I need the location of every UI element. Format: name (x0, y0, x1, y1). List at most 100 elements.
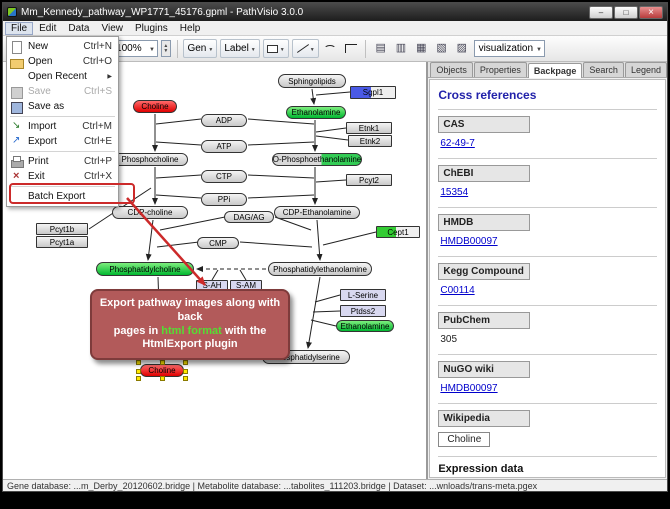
selection-handle[interactable] (183, 360, 188, 365)
pathway-node-dag-ag[interactable]: DAG/AG (224, 211, 274, 223)
pathway-node-cdp-choline[interactable]: CDP-choline (112, 206, 188, 219)
pathway-node-sgpl1[interactable]: Sgpl1 (350, 86, 396, 99)
pathway-node-ethanolamine-2[interactable]: Ethanolamine (336, 320, 394, 332)
tab-legend[interactable]: Legend (624, 62, 667, 77)
file-menu-item-batch-export[interactable]: Batch Export (7, 189, 118, 204)
menu-plugins[interactable]: Plugins (134, 22, 168, 34)
selection-handle[interactable] (160, 376, 165, 381)
backpage-divider (438, 207, 657, 208)
arc-tool[interactable] (322, 39, 339, 59)
selection-handle[interactable] (136, 360, 141, 365)
zoom-combobox[interactable]: 100% (111, 40, 158, 57)
pathway-node-choline-top[interactable]: Choline (133, 100, 177, 113)
selection-handle[interactable] (160, 360, 165, 365)
zoom-spinner[interactable] (160, 40, 171, 57)
backpage-divider (438, 354, 657, 355)
file-menu-item-open-recent[interactable]: Open Recent (7, 69, 118, 84)
maximize-button[interactable] (614, 5, 638, 19)
backpage-xref-cas[interactable]: 62-49-7 (440, 138, 475, 149)
minimize-button[interactable] (589, 5, 613, 19)
pathway-node-ethanolamine[interactable]: Ethanolamine (286, 106, 346, 119)
backpage-section-header: CAS (438, 116, 531, 133)
backpage-xref-chebi[interactable]: 15354 (440, 187, 469, 198)
pathway-node-etnk2[interactable]: Etnk2 (348, 135, 392, 147)
pathway-node-sphingolipids[interactable]: Sphingolipids (278, 74, 346, 88)
backpage-title: Cross references (438, 88, 537, 102)
pathway-node-cdp-ethanolamine[interactable]: CDP-Ethanolamine (274, 206, 360, 219)
menu-edit[interactable]: Edit (39, 22, 57, 34)
line-tool[interactable] (291, 39, 319, 58)
menu-file[interactable]: File (5, 21, 34, 35)
file-menu-item-save-as[interactable]: Save as (7, 99, 118, 114)
menu-help[interactable]: Help (179, 22, 201, 34)
new-document-icon (10, 40, 24, 54)
align-horizontal-icon (376, 43, 386, 54)
pathway-node-ppi[interactable]: PPi (201, 193, 247, 206)
pathway-node-etnk1[interactable]: Etnk1 (346, 122, 392, 134)
pathway-node-pcyt1a[interactable]: Pcyt1a (36, 236, 88, 248)
pathway-node-adp[interactable]: ADP (201, 114, 247, 127)
annotation-html-format: html format (161, 324, 222, 337)
visualization-combobox[interactable]: visualization (473, 40, 545, 57)
align-horizontal-button[interactable] (372, 39, 389, 59)
tab-search[interactable]: Search (583, 62, 624, 77)
pathway-node-phosphocholine[interactable]: Phosphocholine (112, 153, 188, 166)
pathway-edge (310, 319, 337, 327)
pathway-node-o-phosphoethanolamine[interactable]: O-Phosphoethanolamine (272, 153, 362, 166)
pathway-node-ctp[interactable]: CTP (201, 170, 247, 183)
backpage-divider (438, 109, 657, 110)
chevron-down-icon (310, 43, 315, 54)
pathway-node-pcyt1b[interactable]: Pcyt1b (36, 223, 88, 235)
selection-handle[interactable] (136, 376, 141, 381)
pathway-node-phosphatidylcholine[interactable]: Phosphatidylcholine (96, 262, 194, 276)
window-title: Mm_Kennedy_pathway_WP1771_45176.gpml - P… (21, 6, 304, 18)
pathway-node-ptdss2[interactable]: Ptdss2 (340, 305, 386, 317)
file-menu-item-shortcut: Ctrl+M (82, 121, 112, 132)
distribute-horizontal-button[interactable] (413, 39, 430, 59)
pathway-node-phosphatidylethanolamine[interactable]: Phosphatidylethanolamine (268, 262, 372, 276)
tab-objects[interactable]: Objects (430, 62, 473, 77)
match-height-button[interactable] (453, 39, 470, 59)
pathway-node-cept1[interactable]: Cept1 (376, 226, 420, 238)
align-vertical-icon (396, 43, 406, 54)
menu-data[interactable]: Data (68, 22, 90, 34)
status-text: Gene database: ...m_Derby_20120602.bridg… (7, 480, 538, 491)
pathway-node-pcyt2[interactable]: Pcyt2 (346, 174, 392, 186)
tab-properties[interactable]: Properties (473, 62, 527, 77)
menu-view[interactable]: View (101, 22, 123, 34)
backpage-xref-wikipedia[interactable]: Choline (438, 432, 491, 447)
selection-handle[interactable] (183, 376, 188, 381)
arc-icon (324, 44, 337, 53)
backpage-xref-nugo-wiki[interactable]: HMDB00097 (440, 383, 498, 394)
pathway-node-cmp[interactable]: CMP (197, 237, 239, 249)
tab-backpage[interactable]: Backpage (527, 63, 583, 78)
backpage-xref-hmdb[interactable]: HMDB00097 (440, 236, 498, 247)
pathway-node-atp[interactable]: ATP (201, 140, 247, 153)
pathway-edge (306, 276, 321, 349)
chevron-down-icon (251, 43, 256, 54)
match-width-button[interactable] (433, 39, 450, 59)
backpage-xref-kegg-compound[interactable]: C00114 (440, 285, 475, 296)
shape-tool[interactable] (262, 39, 289, 58)
align-vertical-button[interactable] (392, 39, 409, 59)
match-height-icon (457, 43, 467, 54)
gene-datanode-tool[interactable]: Gen (183, 39, 218, 58)
label-tool[interactable]: Label (220, 39, 260, 58)
pathway-edge (322, 231, 377, 246)
selection-handle[interactable] (136, 368, 141, 374)
connector-tool[interactable] (342, 39, 359, 59)
export-icon (10, 135, 24, 148)
close-button[interactable] (639, 5, 663, 19)
pathway-node-l-serine[interactable]: L-Serine (340, 289, 386, 301)
file-menu-separator (10, 186, 115, 187)
selection-handle[interactable] (183, 368, 188, 374)
